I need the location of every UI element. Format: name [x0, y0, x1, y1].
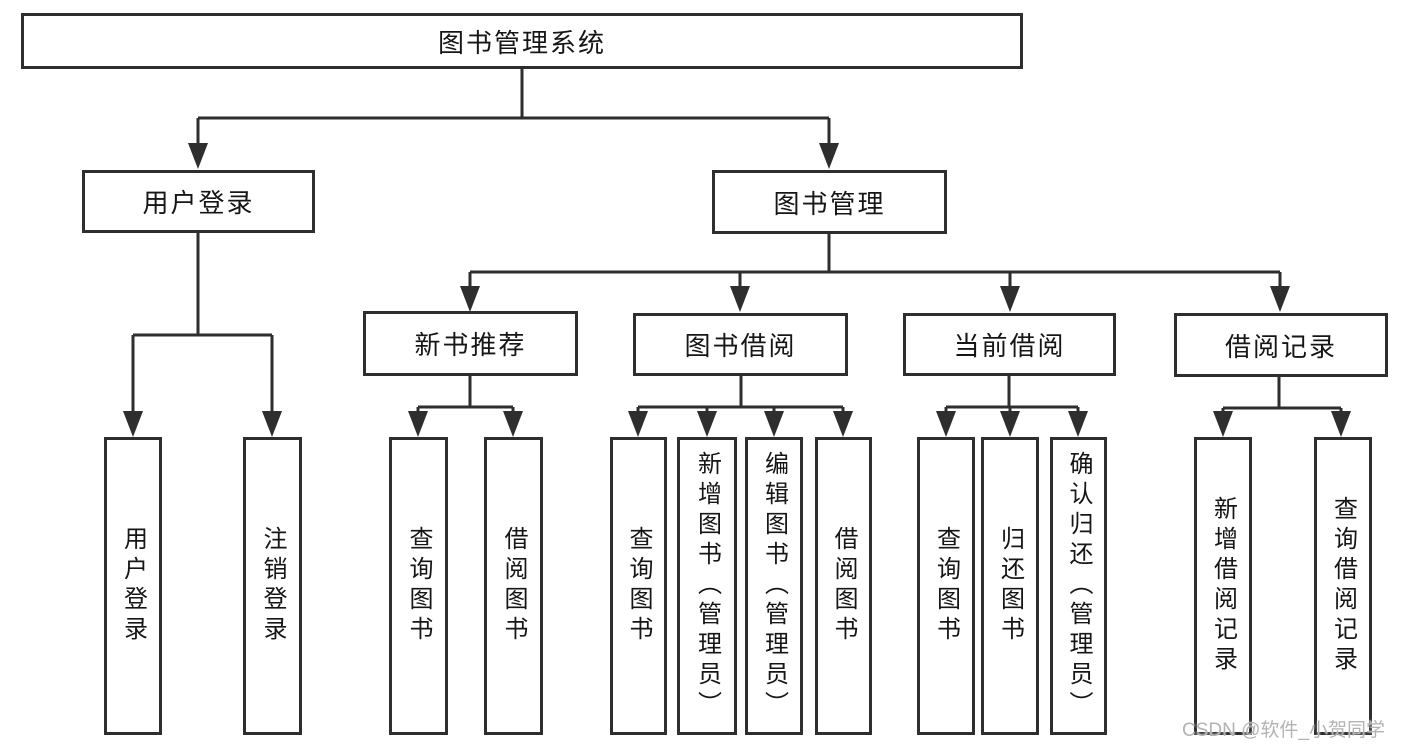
- arrow-head: [1270, 286, 1290, 312]
- leaf-add-books-admin: 新增图书（管理员）: [677, 437, 737, 735]
- node-label: 新书推荐: [414, 330, 527, 360]
- arrow-head: [123, 411, 143, 437]
- arrow-head: [1068, 411, 1088, 437]
- leaf-user-login: 用户登录: [104, 437, 162, 735]
- node-label: 编辑图书（管理员）: [760, 451, 788, 721]
- arrow-head: [262, 411, 282, 437]
- node-label: 新增借阅记录: [1209, 496, 1237, 676]
- arrow-head: [1000, 411, 1020, 437]
- arrow-head: [460, 286, 480, 312]
- node-book-management: 图书管理: [712, 170, 947, 234]
- node-label: 确认归还（管理员）: [1065, 451, 1092, 721]
- node-label: 用户登录: [119, 526, 147, 646]
- node-root-system: 图书管理系统: [21, 13, 1023, 69]
- node-label: 用户登录: [142, 188, 255, 218]
- leaf-logout: 注销登录: [243, 437, 302, 735]
- arrow-head: [833, 411, 853, 437]
- node-label: 图书借阅: [684, 331, 797, 361]
- node-label: 新增图书（管理员）: [693, 451, 721, 721]
- arrow-head: [730, 286, 750, 312]
- arrow-head: [408, 411, 428, 437]
- leaf-query-books-borrow: 查询图书: [610, 437, 667, 735]
- node-label: 当前借阅: [953, 331, 1066, 361]
- arrow-head: [1213, 411, 1233, 437]
- arrow-head: [819, 143, 839, 169]
- arrow-head: [628, 411, 648, 437]
- leaf-return-books: 归还图书: [981, 437, 1039, 735]
- node-label: 查询图书: [932, 526, 960, 646]
- node-label: 查询图书: [625, 526, 652, 646]
- node-label: 图书管理系统: [437, 27, 606, 58]
- arrow-head: [936, 411, 956, 437]
- leaf-query-books-current: 查询图书: [917, 437, 975, 735]
- leaf-confirm-return-admin: 确认归还（管理员）: [1050, 437, 1107, 735]
- leaf-edit-books-admin: 编辑图书（管理员）: [745, 437, 803, 735]
- node-label: 查询借阅记录: [1329, 496, 1357, 676]
- leaf-borrow-books: 借阅图书: [815, 437, 872, 735]
- node-label: 注销登录: [259, 526, 286, 646]
- arrow-head: [697, 411, 717, 437]
- arrow-head: [503, 411, 523, 437]
- leaf-add-borrow-record: 新增借阅记录: [1194, 437, 1252, 735]
- node-label: 归还图书: [996, 526, 1024, 646]
- arrow-head: [1000, 286, 1020, 312]
- leaf-query-books-recommend: 查询图书: [389, 437, 448, 735]
- node-label: 借阅记录: [1224, 331, 1337, 362]
- arrow-head: [764, 411, 784, 437]
- node-label: 借阅图书: [830, 526, 857, 646]
- csdn-watermark: CSDN @软件_小贺同学: [1182, 720, 1385, 741]
- node-book-borrowing: 图书借阅: [633, 313, 848, 376]
- arrow-head: [1331, 411, 1351, 437]
- leaf-borrow-books-recommend: 借阅图书: [484, 437, 543, 735]
- node-new-book-recommend: 新书推荐: [363, 311, 578, 376]
- node-user-login-module: 用户登录: [82, 170, 315, 233]
- node-label: 图书管理: [773, 188, 886, 219]
- node-current-borrowing: 当前借阅: [903, 313, 1116, 376]
- leaf-query-borrow-record: 查询借阅记录: [1314, 437, 1372, 735]
- node-label: 查询图书: [405, 526, 432, 646]
- arrow-head: [188, 143, 208, 169]
- node-label: 借阅图书: [500, 526, 527, 646]
- node-borrow-records: 借阅记录: [1174, 313, 1388, 377]
